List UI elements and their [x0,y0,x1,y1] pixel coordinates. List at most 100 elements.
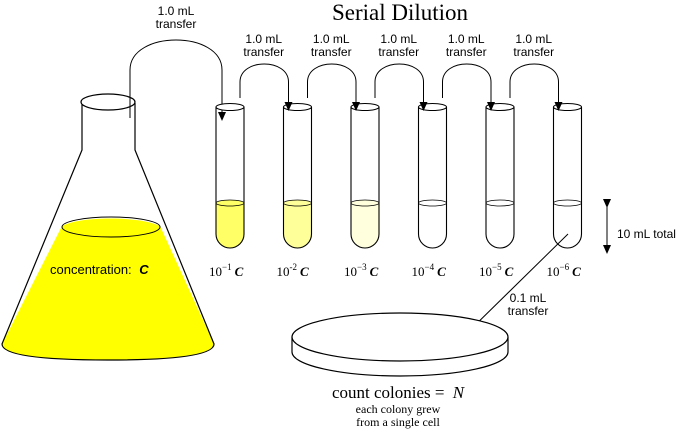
tube-liquid-surface [553,199,582,207]
flask-concentration-symbol: C [139,262,149,277]
tube-liquid [283,203,312,249]
flask-transfer-arrow [129,39,226,121]
tube-transfer-word: transfer [378,45,419,59]
plate-transfer-word: transfer [508,304,549,318]
flask-concentration-label: concentration: [50,262,132,277]
tube-mouth [417,102,448,112]
flask-liquid [2,218,214,360]
tube-outline [282,107,313,249]
dilution-base: 10 [344,264,357,279]
tube-liquid [486,203,514,248]
flask-outline [1,103,215,361]
dilution-symbol: C [505,264,514,279]
dilution-exponent: −1 [222,262,232,272]
volume-indicator: 10 mL total [603,199,676,254]
tube-mouth [282,102,313,112]
tube-transfer-amount: 1.0 mL [313,32,350,46]
tube-outline [417,107,448,249]
tube-transfer-arrow [307,63,360,111]
tube-liquid [216,203,244,248]
colony-note-line1: each colony grew [356,402,441,416]
tube-liquid-surface [215,199,245,207]
tube-transfer-arrow [442,63,495,111]
tube-liquid [418,203,447,249]
dilution-symbol: C [235,264,244,279]
tube-liquid-surface [350,199,380,207]
dilution-base: 10 [277,264,290,279]
svg-text:count colonies = N: count colonies = N [332,383,466,402]
flask-mouth [80,93,136,111]
tube-transfer-word: transfer [311,45,352,59]
tube-transfer-word: transfer [446,45,487,59]
count-colonies-label: count colonies = [332,383,445,402]
dilution-symbol: C [370,264,379,279]
tube-liquid [351,203,379,248]
tube-transfer-arrow [509,63,563,111]
tube-liquid-surface [283,199,312,207]
flask: concentration: C [1,93,215,361]
dilution-exponent: −4 [425,262,435,272]
tube-outline [485,107,515,249]
tube-liquid [553,203,582,249]
flask-transfer-amount: 1.0 mL [158,4,195,18]
petri-plate [291,312,509,377]
flask-transfer-word: transfer [156,17,197,31]
dilution-exponent: -2 [290,262,298,272]
tube-mouth [485,102,515,112]
tube-liquid-surface [485,199,515,207]
flask-transfer: 1.0 mL transfer [129,4,226,121]
plate-top [291,312,509,362]
dilution-symbol: C [572,264,581,279]
plate-transfer-amount: 0.1 mL [510,291,547,305]
tube-mouth [350,102,380,112]
tube-outline [215,107,245,249]
dilution-symbol: C [300,264,309,279]
flask-liquid-surface [61,216,161,238]
dilution-exponent: −6 [560,262,570,272]
tube-transfer-arrow [239,63,293,111]
tube-mouth [215,102,245,112]
dilution-base: 10 [209,264,222,279]
dilution-exponent: −3 [357,262,367,272]
tube-outline [552,107,583,249]
dilution-exponent: −5 [492,262,502,272]
svg-text:concentration: C: concentration: C [50,262,149,277]
tube-transfer-word: transfer [513,45,554,59]
dilution-base: 10 [547,264,560,279]
tube-transfer-amount: 1.0 mL [380,32,417,46]
colony-note-line2: from a single cell [356,415,440,429]
dilution-base: 10 [479,264,492,279]
tube-transfer-word: transfer [243,45,284,59]
dilution-symbol: C [437,264,446,279]
tube-transfer-amount: 1.0 mL [448,32,485,46]
dilution-base: 10 [412,264,425,279]
tube-transfer-amount: 1.0 mL [245,32,282,46]
tube-mouth [552,102,583,112]
tube-transfer-amount: 1.0 mL [515,32,552,46]
count-colonies-symbol: N [452,383,466,402]
tube-transfer-arrow [374,63,428,111]
tube-liquid-surface [418,199,447,207]
tube-outline [350,107,380,249]
